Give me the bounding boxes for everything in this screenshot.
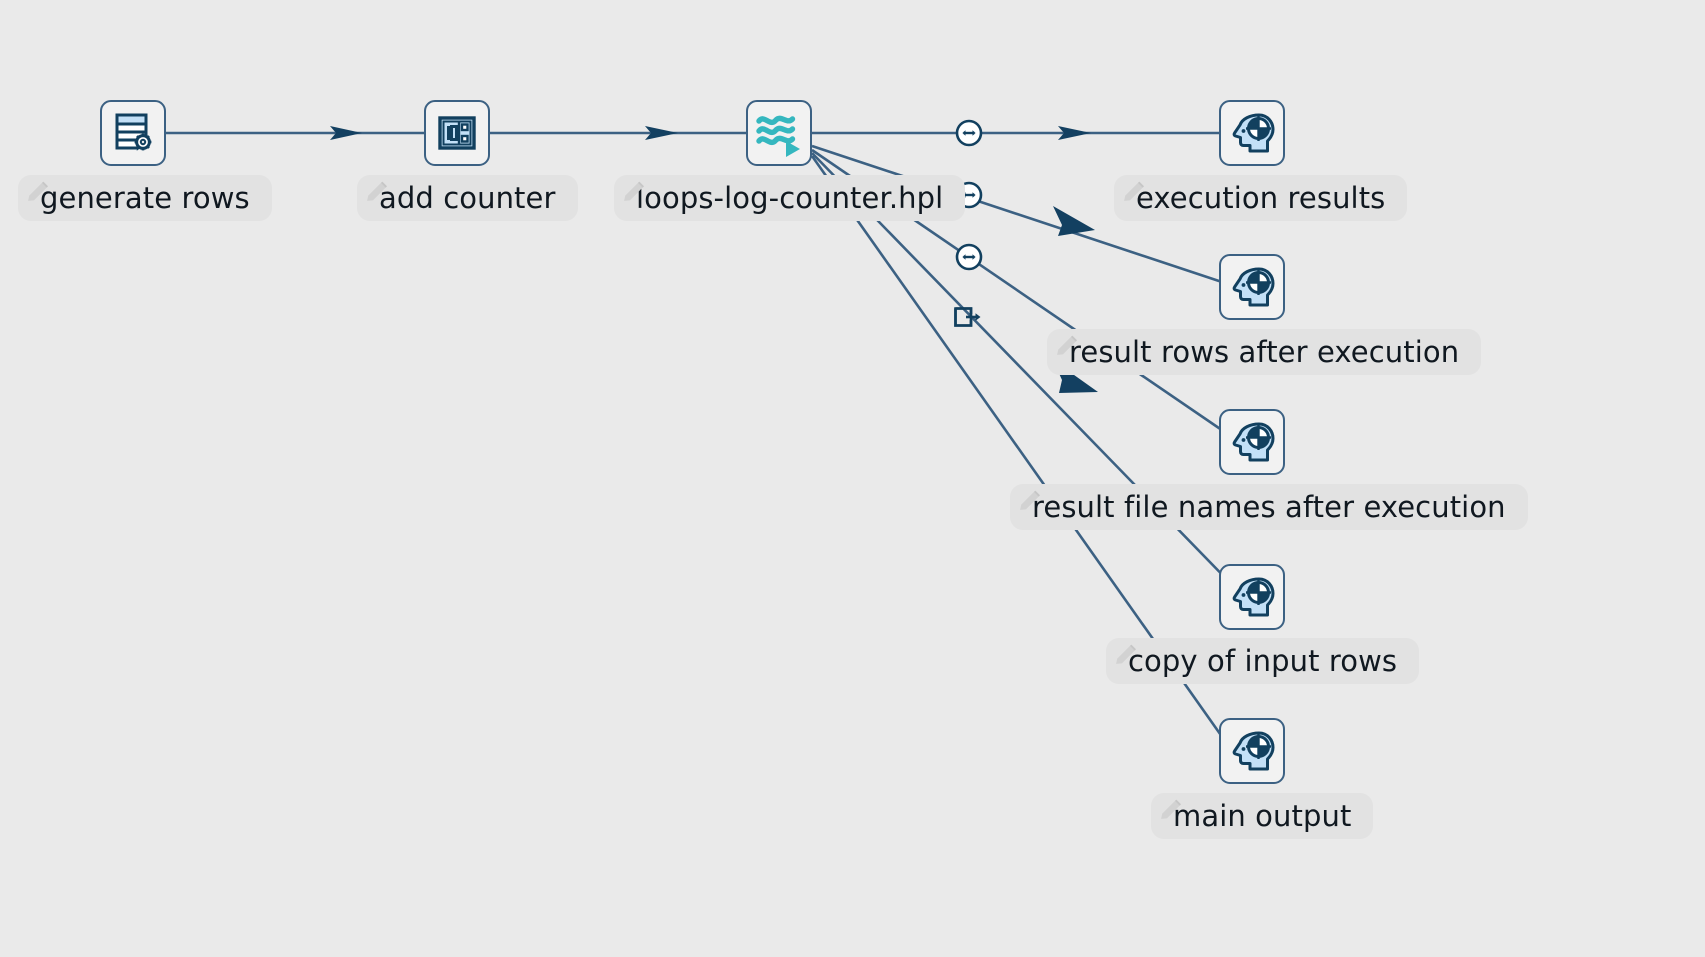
- memory-head-icon: [1232, 422, 1275, 462]
- memory-head-icon: [1232, 577, 1275, 617]
- node-add-counter[interactable]: [424, 100, 490, 166]
- node-label-loops-log-counter[interactable]: loops-log-counter.hpl: [614, 175, 966, 221]
- node-label-text: loops-log-counter.hpl: [636, 180, 944, 215]
- node-label-text: add counter: [379, 180, 556, 215]
- node-label-result-rows[interactable]: result rows after execution: [1047, 329, 1482, 375]
- node-execution-results[interactable]: [1219, 100, 1285, 166]
- pencil-edit-icon: [1161, 799, 1181, 819]
- node-label-copy-of-input-rows[interactable]: copy of input rows: [1106, 638, 1420, 684]
- memory-head-icon: [1232, 731, 1275, 771]
- node-label-result-file-names[interactable]: result file names after execution: [1010, 484, 1528, 530]
- exchange-icon[interactable]: [955, 243, 983, 271]
- node-label-text: result rows after execution: [1069, 334, 1460, 369]
- node-label-generate-rows[interactable]: generate rows: [18, 175, 272, 221]
- hop-pipeline-icon: [756, 115, 800, 157]
- hop-generate-to-counter[interactable]: [166, 126, 424, 140]
- pencil-edit-icon: [28, 181, 48, 201]
- hop-counter-to-pipeline[interactable]: [490, 126, 746, 140]
- table-gear-icon: [115, 113, 152, 151]
- pencil-edit-icon: [367, 181, 387, 201]
- node-main-output[interactable]: [1219, 718, 1285, 784]
- node-label-text: result file names after execution: [1032, 489, 1506, 524]
- node-loops-log-counter[interactable]: [746, 100, 812, 166]
- node-label-main-output[interactable]: main output: [1151, 793, 1374, 839]
- node-result-rows[interactable]: [1219, 254, 1285, 320]
- memory-head-icon: [1232, 267, 1275, 307]
- hop-pipeline-to-exec[interactable]: [812, 126, 1219, 140]
- pencil-edit-icon: [1124, 181, 1144, 201]
- node-label-text: execution results: [1136, 180, 1386, 215]
- exchange-icon[interactable]: [955, 119, 983, 147]
- pencil-edit-icon: [1116, 644, 1136, 664]
- pencil-edit-icon: [624, 181, 644, 201]
- pencil-edit-icon: [1057, 335, 1077, 355]
- output-box-icon[interactable]: [953, 304, 983, 330]
- node-label-text: generate rows: [40, 180, 250, 215]
- node-label-text: copy of input rows: [1128, 643, 1398, 678]
- node-label-add-counter[interactable]: add counter: [357, 175, 578, 221]
- node-label-execution-results[interactable]: execution results: [1114, 175, 1408, 221]
- node-copy-of-input-rows[interactable]: [1219, 564, 1285, 630]
- memory-head-icon: [1232, 113, 1275, 153]
- node-generate-rows[interactable]: [100, 100, 166, 166]
- node-label-text: main output: [1173, 798, 1352, 833]
- node-result-file-names[interactable]: [1219, 409, 1285, 475]
- counter-id-icon: [438, 116, 476, 150]
- pencil-edit-icon: [1020, 490, 1040, 510]
